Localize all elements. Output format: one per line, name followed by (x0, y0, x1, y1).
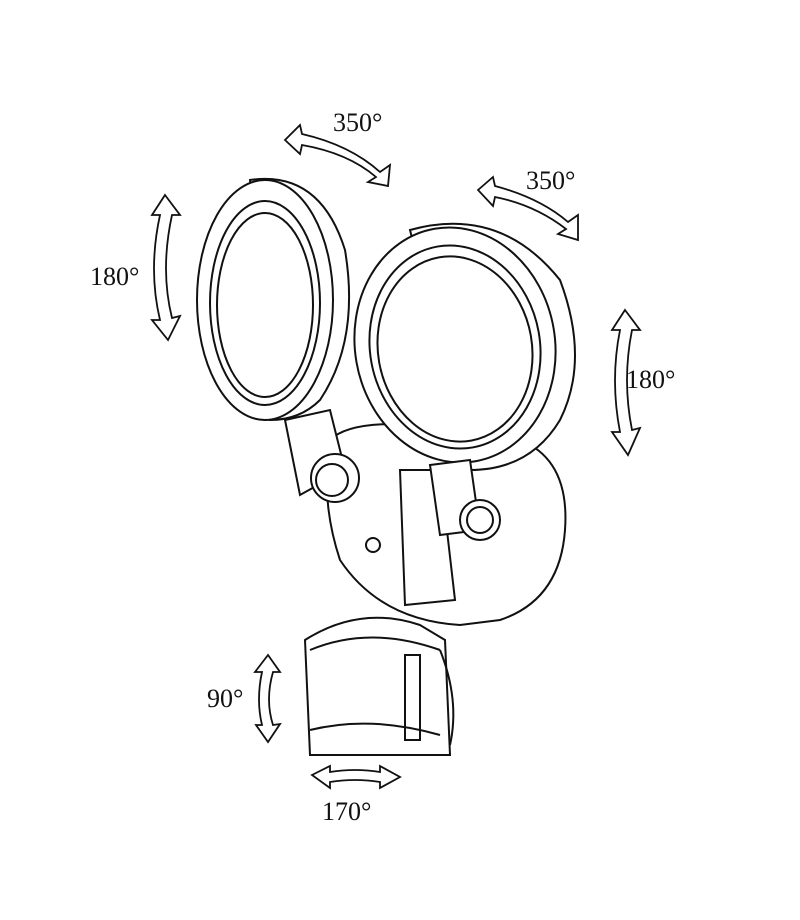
tilt-arrow-sensor (253, 653, 282, 744)
pan-arrow-left-head (283, 123, 392, 188)
pan-arrow-right-head (476, 175, 579, 242)
tilt-arrow-right-head (610, 308, 642, 457)
label-left-head-tilt: 180° (90, 262, 140, 291)
motion-sensor (303, 616, 455, 756)
tilt-arrow-left-head (150, 193, 182, 342)
rotation-arrows (150, 123, 642, 790)
label-right-head-pan: 350° (526, 166, 576, 195)
left-lamp-head (196, 177, 360, 503)
right-lamp-head (353, 222, 576, 541)
pan-arrow-sensor (310, 764, 402, 790)
label-sensor-pan: 170° (322, 797, 372, 826)
label-right-head-tilt: 180° (626, 365, 676, 394)
label-sensor-tilt: 90° (207, 684, 244, 713)
label-left-head-pan: 350° (333, 108, 383, 137)
